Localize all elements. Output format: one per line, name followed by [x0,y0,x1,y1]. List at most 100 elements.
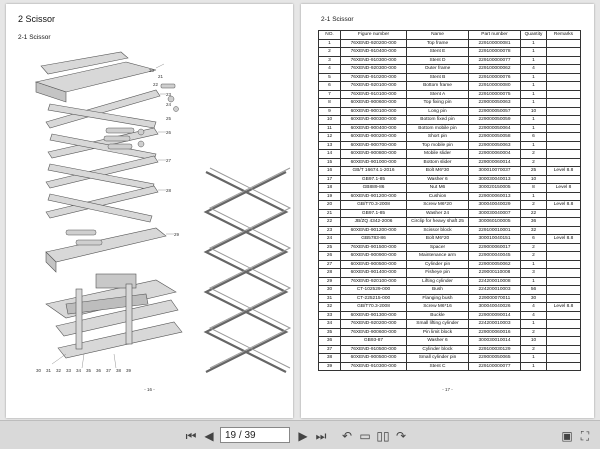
table-cell: 21 [318,208,341,218]
page-number: - 16 - [144,387,155,392]
table-cell: 300030010014 [468,336,521,346]
scissor-arm [47,193,153,223]
table-cell: Cylinder pin [406,259,469,269]
table-cell: 15 [318,157,341,167]
table-cell: 26 [318,251,341,261]
table-cell: 229000050063 [468,140,521,150]
table-cell: 1 [520,81,547,91]
table-cell: 300010040151 [468,234,521,244]
table-cell: 60XEND-900500-000 [340,353,407,363]
table-cell: 76XEND-920100-000 [340,276,407,286]
table-cell [546,115,581,125]
table-cell [546,344,581,354]
document-viewport[interactable]: 2 Scissor 2-1 Scissor [0,0,600,420]
table-cell: 1 [520,123,547,133]
table-cell: 229100000076 [468,72,521,82]
table-cell [546,310,581,320]
table-cell: 60XEND-900500-000 [340,259,407,269]
table-cell: 1 [520,259,547,269]
table-cell: 229000050063 [468,98,521,108]
two-page-view-icon[interactable]: ▯▯ [376,429,390,443]
table-cell: Washer 6 [406,174,469,184]
page-number-input[interactable]: 19 / 39 [220,427,290,443]
fullscreen-icon[interactable]: ⛶ [580,428,590,443]
table-cell: 229000060013 [468,191,521,201]
table-cell: 1 [520,276,547,286]
table-cell: 76XEND-910100-000 [340,89,407,99]
next-page-icon[interactable]: ▶ [298,429,308,443]
table-cell: Bottom mobile pin [406,123,469,133]
callout-number: 37 [106,368,112,373]
table-cell: Level 8.8 [546,302,581,312]
table-cell: 6 [520,234,547,244]
table-cell: 16 [318,166,341,176]
scissor-arm [45,155,159,189]
table-cell: 60XEND-900900-000 [340,251,407,261]
previous-page-icon[interactable]: ◀ [204,429,214,443]
save-icon[interactable]: ▣ [561,429,573,443]
table-cell [546,81,581,91]
table-cell: Stent E [406,47,469,57]
table-cell: 33 [318,310,341,320]
table-cell: 76XEND-901500-000 [340,242,407,252]
table-cell: 1 [520,361,547,371]
table-cell: Bottom fixed pin [406,115,469,125]
table-cell: 22 [520,208,547,218]
table-cell: 8 [318,98,341,108]
table-cell: 32 [520,225,547,235]
table-cell: 229000050062 [468,259,521,269]
table-cell: Flanging bush [406,293,469,303]
table-cell: 17 [318,174,341,184]
table-cell: 229100000075 [468,89,521,99]
column-header: Name [406,30,469,40]
table-cell: 4 [520,302,547,312]
single-page-view-icon[interactable]: ▭ [359,429,371,443]
table-cell: 229000050064 [468,123,521,133]
forward-icon[interactable]: ↷ [395,429,407,443]
table-cell: 229000060017 [468,242,521,252]
table-cell [546,140,581,150]
callout-number: 22 [153,82,159,87]
table-cell: Cylinder block [406,344,469,354]
table-cell: 229100000081 [468,38,521,48]
table-cell: Outer frame [406,64,469,74]
table-cell: 224200010003 [468,285,521,295]
table-cell: 6 [520,132,547,142]
callout-number: 26 [166,130,172,135]
table-cell: Level 8.8 [546,166,581,176]
table-cell: 39 [318,361,341,371]
back-icon[interactable]: ↶ [341,429,353,443]
table-cell: Maintenance arm [406,251,469,261]
table-cell: Top frame [406,38,469,48]
scissor-stack-drawing [203,171,289,373]
table-cell: 60XEND-901300-000 [340,310,407,320]
table-cell: Fisheye pin [406,268,469,278]
table-cell: 229000040045 [468,251,521,261]
table-cell: 14 [318,149,341,159]
table-cell: 30 [520,293,547,303]
first-page-icon[interactable]: ⏮ [185,428,197,443]
table-cell: 18 [318,183,341,193]
table-cell: 60XEND-901200-000 [340,225,407,235]
table-cell: 38 [318,353,341,363]
table-cell [546,259,581,269]
table-cell [546,98,581,108]
table-cell: 229000110008 [468,268,521,278]
table-cell: 25 [520,166,547,176]
table-cell: Pin limit block [406,327,469,337]
table-cell: GB97.1-85 [340,174,407,184]
bottom-frame-part [45,227,167,263]
table-cell: GB/T70.3-2008 [340,200,407,210]
table-cell: 300010070037 [468,166,521,176]
last-page-icon[interactable]: ⏭ [315,428,327,443]
